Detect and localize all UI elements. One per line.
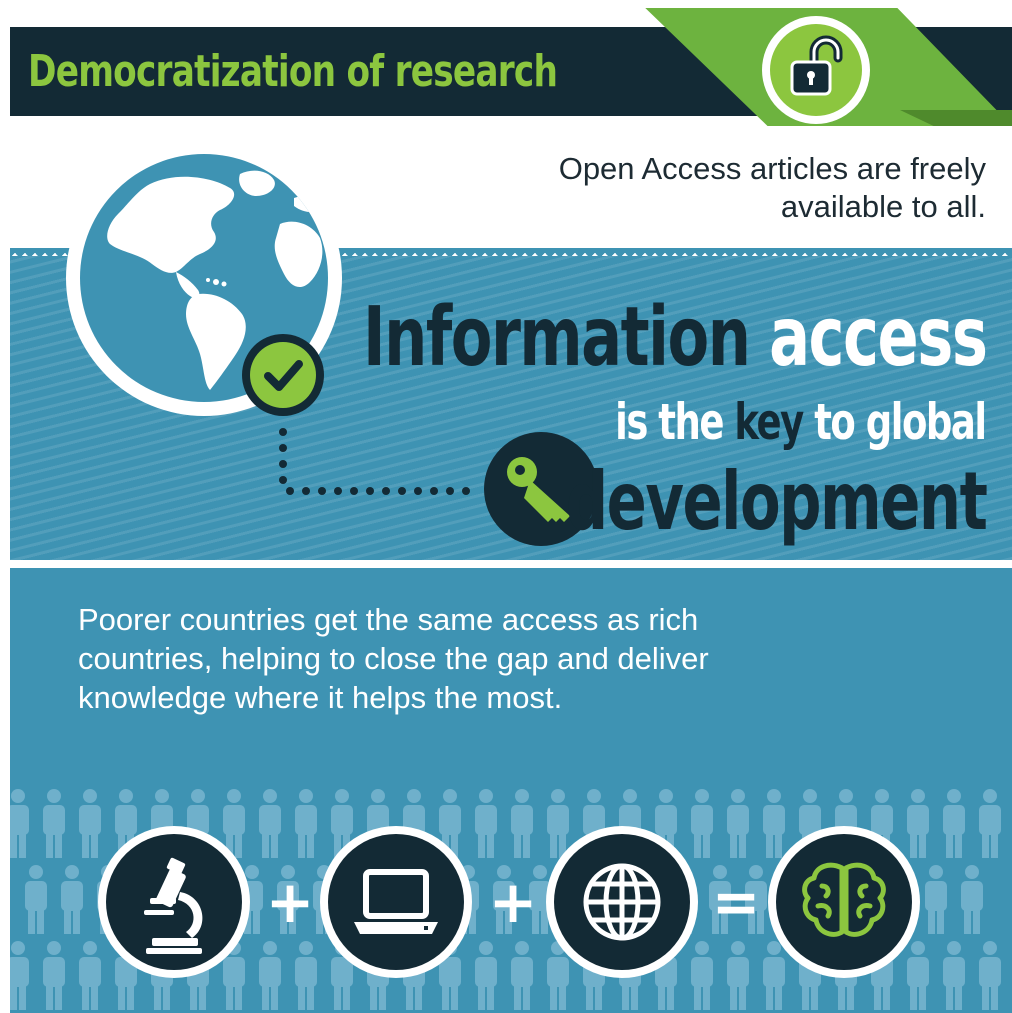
person-silhouette	[745, 865, 767, 934]
person-silhouette	[547, 789, 569, 858]
person-silhouette	[295, 941, 317, 1010]
person-silhouette	[43, 789, 65, 858]
header-ribbon-fold	[900, 110, 1012, 126]
person-silhouette	[25, 865, 47, 934]
padlock-badge	[762, 16, 870, 124]
body-text: Poorer countries get the same access as …	[78, 600, 958, 717]
header-title: Democratization of research	[28, 46, 558, 97]
person-silhouette	[763, 941, 785, 1010]
person-silhouette	[10, 789, 29, 858]
microscope-badge	[98, 826, 250, 978]
person-silhouette	[43, 941, 65, 1010]
person-silhouette	[727, 941, 749, 1010]
headline-line-2: is the key to global	[615, 392, 988, 452]
person-silhouette	[259, 941, 281, 1010]
person-silhouette	[529, 865, 551, 934]
person-silhouette	[979, 789, 1001, 858]
body-line-3: knowledge where it helps the most.	[78, 680, 563, 715]
plus-operator-2: +	[488, 868, 538, 936]
plus-operator-1: +	[265, 868, 315, 936]
person-silhouette	[979, 941, 1001, 1010]
person-silhouette	[493, 865, 515, 934]
equals-operator: =	[711, 868, 761, 936]
person-silhouette	[79, 789, 101, 858]
person-silhouette	[907, 789, 929, 858]
person-silhouette	[295, 789, 317, 858]
person-silhouette	[259, 789, 281, 858]
person-silhouette	[10, 941, 29, 1010]
band-zigzag-edge	[10, 248, 1012, 258]
microscope-icon	[144, 857, 203, 954]
key-icon	[507, 457, 570, 522]
person-silhouette	[475, 789, 497, 858]
headline-access: access	[768, 290, 988, 385]
person-silhouette	[475, 941, 497, 1010]
laptop-badge	[320, 826, 472, 978]
brain-badge	[768, 826, 920, 978]
person-silhouette	[691, 941, 713, 1010]
headline-key: key	[734, 393, 805, 451]
person-silhouette	[691, 789, 713, 858]
person-silhouette	[277, 865, 299, 934]
person-silhouette	[223, 789, 245, 858]
person-silhouette	[943, 941, 965, 1010]
person-silhouette	[907, 941, 929, 1010]
checkmark-icon	[264, 360, 303, 391]
open-padlock-icon	[790, 35, 843, 96]
globe-badge-small	[546, 826, 698, 978]
band-separator	[10, 560, 1012, 568]
person-silhouette	[709, 865, 731, 934]
body-line-2: countries, helping to close the gap and …	[78, 641, 709, 676]
person-silhouette	[61, 865, 83, 934]
person-silhouette	[943, 789, 965, 858]
intro-line-1: Open Access articles are freely	[558, 151, 986, 186]
person-silhouette	[511, 941, 533, 1010]
person-silhouette	[727, 789, 749, 858]
headline-development: development	[565, 455, 987, 548]
person-silhouette	[79, 941, 101, 1010]
headline-line-1: Information access	[362, 290, 988, 385]
headline-to-global: to global	[814, 393, 988, 451]
person-silhouette	[763, 789, 785, 858]
brain-icon	[802, 862, 886, 937]
laptop-icon	[354, 869, 438, 934]
intro-text: Open Access articles are freely availabl…	[426, 150, 986, 226]
person-silhouette	[511, 789, 533, 858]
body-line-1: Poorer countries get the same access as …	[78, 602, 699, 637]
intro-line-2: available to all.	[780, 189, 986, 224]
checkmark-badge	[242, 334, 324, 416]
headline-is-the: is the	[615, 393, 725, 451]
person-silhouette	[925, 865, 947, 934]
globe-icon	[583, 863, 661, 941]
key-badge	[484, 432, 598, 546]
person-silhouette	[961, 865, 983, 934]
headline-information: Information	[362, 290, 751, 385]
